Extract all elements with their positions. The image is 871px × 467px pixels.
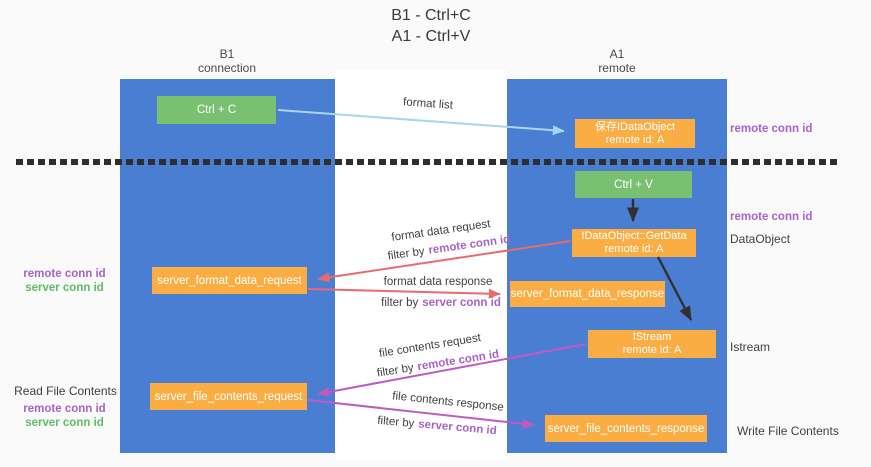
right-column-role: remote	[598, 61, 636, 75]
getdata-title: IDataObject::GetData	[581, 230, 687, 242]
left-server-conn-id-2: server conn id	[25, 416, 104, 429]
right-column-name: A1	[609, 47, 625, 61]
ctrl-c-box: Ctrl + C	[157, 96, 276, 124]
right-column-header: A1 remote	[547, 47, 687, 75]
left-column-role: connection	[197, 61, 257, 75]
istream-box: IStream remote id: A	[588, 330, 716, 358]
dataobject-label: DataObject	[730, 232, 791, 246]
left-remote-conn-id-2: remote conn id	[23, 403, 106, 415]
diagram-title: B1 - Ctrl+C A1 - Ctrl+V	[331, 5, 531, 47]
left-column-name: B1	[219, 47, 235, 61]
server-format-data-response-box: server_format_data_response	[510, 281, 665, 307]
getdata-remote-id: remote id: A	[604, 243, 664, 255]
ctrl-v-box: Ctrl + V	[575, 171, 692, 198]
right-remote-conn-id-top: remote conn id	[730, 123, 813, 135]
read-file-contents-label: Read File Contents	[14, 384, 117, 398]
save-idataobject-box: 保存IDataObject remote id: A	[575, 119, 695, 148]
server-format-data-request-box: server_format_data_request	[152, 267, 307, 294]
phase-separator-dashed-line	[16, 159, 838, 165]
server-file-contents-request-box: server_file_contents_request	[150, 383, 307, 410]
write-file-contents-label: Write File Contents	[737, 424, 839, 438]
right-remote-conn-id-mid: remote conn id	[730, 211, 813, 223]
istream-side-label: Istream	[730, 340, 771, 354]
istream-remote-id: remote id: A	[622, 344, 682, 356]
server-conn-id-text: server conn id	[422, 297, 501, 309]
left-server-conn-id-1: server conn id	[25, 281, 104, 294]
left-conn-id-block-2: remote conn id server conn id	[12, 403, 117, 430]
left-conn-id-block-1: remote conn id server conn id	[12, 268, 117, 295]
server-file-contents-response-box: server_file_contents_response	[545, 415, 707, 442]
title-line-2: A1 - Ctrl+V	[391, 28, 471, 45]
save-idataobject-title: 保存IDataObject	[594, 120, 676, 133]
title-line-1: B1 - Ctrl+C	[391, 7, 471, 24]
format-data-response-label: format data response	[383, 276, 493, 288]
save-idataobject-remote-id: remote id: A	[605, 133, 665, 146]
istream-title: IStream	[632, 331, 672, 343]
idataobject-getdata-box: IDataObject::GetData remote id: A	[572, 229, 696, 257]
filter-by-text: filter by	[381, 297, 419, 309]
left-remote-conn-id-1: remote conn id	[23, 268, 106, 280]
left-column-header: B1 connection	[157, 47, 297, 75]
